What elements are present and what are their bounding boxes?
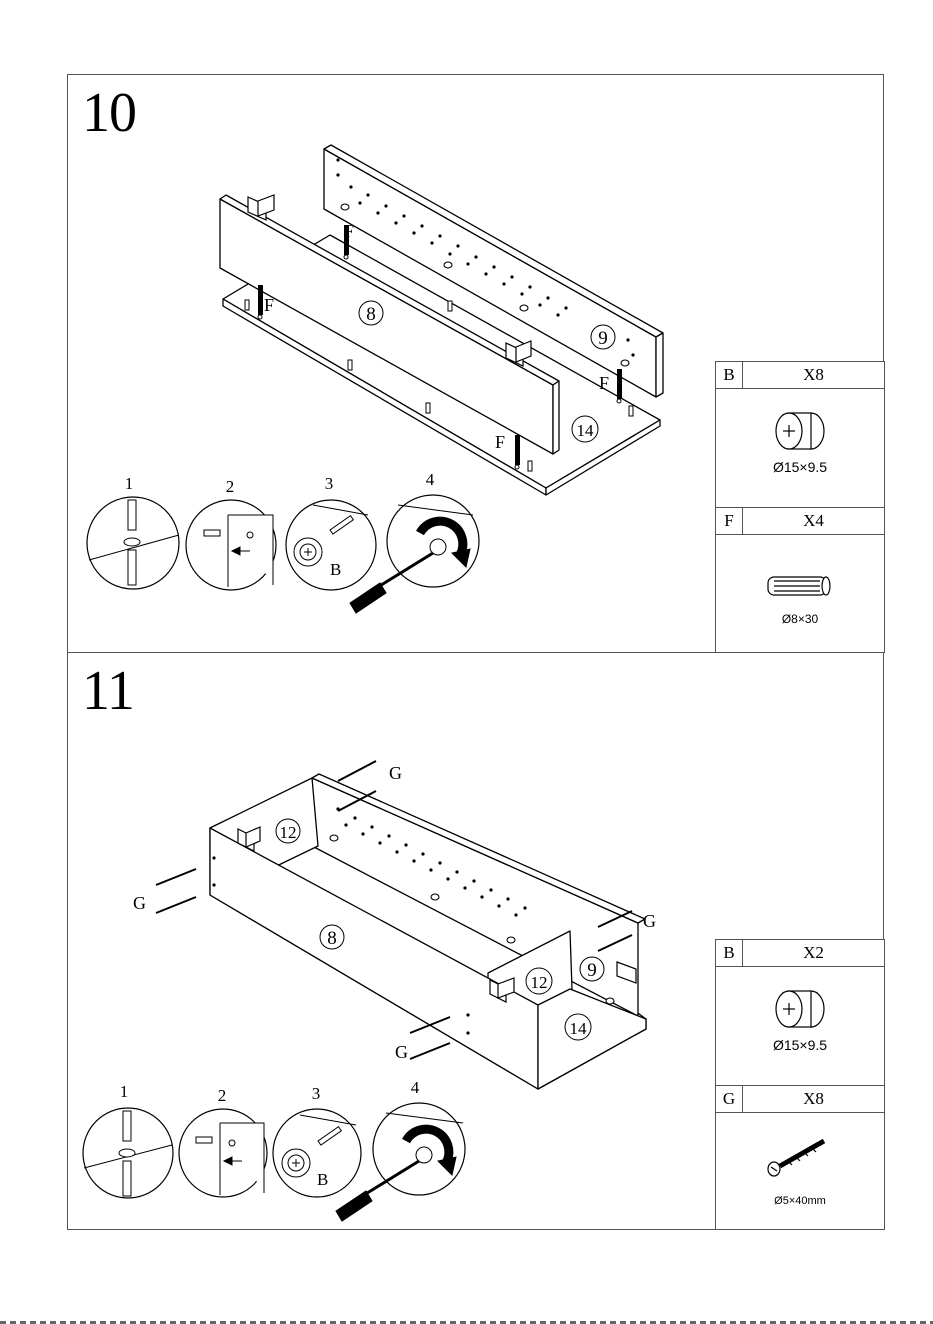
label-f: F: [495, 432, 505, 452]
hardware-f-panel: F X4 Ø8×30: [715, 507, 885, 653]
label-f: F: [264, 295, 274, 315]
label-g: G: [133, 893, 146, 913]
label-b: B: [330, 560, 341, 579]
hardware-letter: B: [716, 940, 743, 966]
step-10-assembly-illustration: 8 9 14 F F F F 1 2 3 4: [68, 75, 715, 652]
hardware-dimension: Ø5×40mm: [716, 1195, 884, 1207]
hardware-b-panel: B X2 Ø15×9.5: [715, 939, 885, 1086]
part-label-14: 14: [570, 1019, 588, 1038]
step-11-frame: 11: [67, 652, 884, 1230]
part-label-14: 14: [577, 421, 595, 440]
part-label-12: 12: [531, 973, 548, 992]
label-g: G: [395, 1042, 408, 1062]
substep-number: 2: [218, 1086, 227, 1105]
part-label-9: 9: [598, 328, 608, 349]
substep-number: 2: [226, 477, 235, 496]
substep-number: 1: [125, 474, 134, 493]
label-f: F: [344, 221, 354, 241]
substep-number: 3: [312, 1084, 321, 1103]
label-g: G: [389, 763, 402, 783]
label-g: G: [643, 911, 656, 931]
substep-number: 4: [411, 1078, 420, 1097]
step-11-assembly-illustration: 12 8 12 9 14 G G G G 1 2 3 4: [68, 653, 715, 1229]
part-label-8: 8: [327, 928, 337, 949]
step-10-frame: 10: [67, 74, 884, 653]
part-label-12: 12: [280, 823, 297, 842]
substep-number: 1: [120, 1082, 129, 1101]
hardware-letter: F: [716, 508, 743, 534]
part-label-8: 8: [366, 304, 376, 325]
hardware-letter: G: [716, 1086, 743, 1112]
label-f: F: [599, 373, 609, 393]
hardware-dimension: Ø8×30: [716, 612, 884, 626]
substep-number: 4: [426, 470, 435, 489]
hardware-dimension: Ø15×9.5: [716, 459, 884, 475]
hardware-letter: B: [716, 362, 743, 388]
label-b: B: [317, 1170, 328, 1189]
hardware-g-panel: G X8 Ø5×40mm: [715, 1085, 885, 1230]
hardware-quantity: X2: [743, 940, 884, 966]
part-label-9: 9: [587, 960, 597, 981]
hardware-quantity: X8: [743, 1086, 884, 1112]
hardware-quantity: X8: [743, 362, 884, 388]
hardware-quantity: X4: [743, 508, 884, 534]
hardware-b-panel: B X8 Ø15×9.5: [715, 361, 885, 508]
hardware-dimension: Ø15×9.5: [716, 1037, 884, 1053]
substep-number: 3: [325, 474, 334, 493]
